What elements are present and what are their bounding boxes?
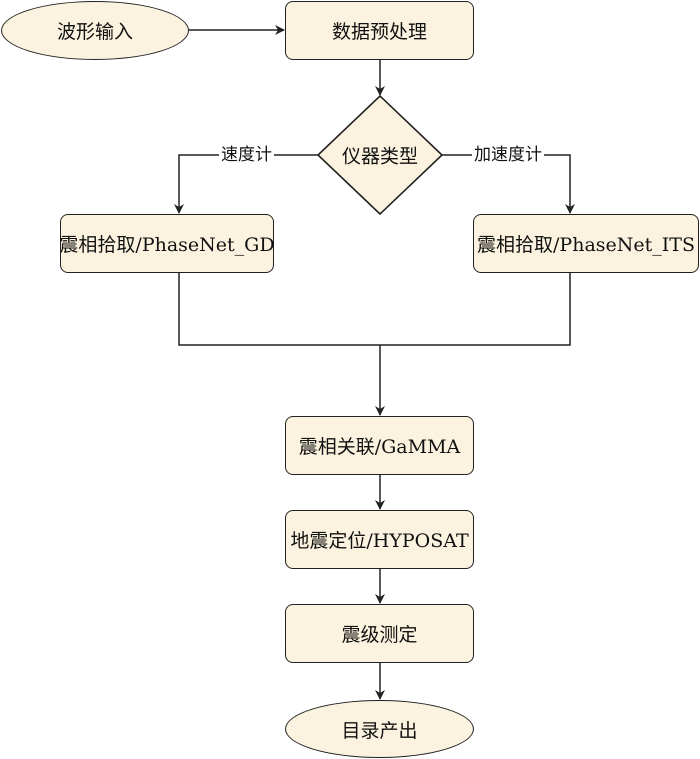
process-node-preprocessing: 数据预处理 bbox=[285, 1, 474, 60]
edge-picking-its-merge bbox=[380, 272, 571, 346]
process-node-picking-its: 震相拾取/PhaseNet_ITS bbox=[473, 214, 699, 273]
edge-picking-gd-merge bbox=[178, 272, 380, 346]
picking-its-label: 震相拾取/PhaseNet_ITS bbox=[477, 234, 695, 256]
association-label: 震相关联/GaMMA bbox=[298, 436, 461, 458]
decision-node-instrument-type: 仪器类型 bbox=[341, 145, 419, 168]
process-node-magnitude: 震级测定 bbox=[285, 604, 474, 663]
process-node-association: 震相关联/GaMMA bbox=[285, 416, 474, 475]
picking-gd-label: 震相拾取/PhaseNet_GD bbox=[59, 234, 275, 256]
magnitude-label: 震级测定 bbox=[341, 624, 418, 646]
process-node-picking-gd: 震相拾取/PhaseNet_GD bbox=[59, 214, 275, 273]
edge-label-accelerometer: 加速度计 bbox=[472, 145, 544, 165]
start-node-waveform-input: 波形输入 bbox=[1, 1, 189, 60]
end-node-catalog-output: 目录产出 bbox=[285, 700, 474, 758]
start-node-label: 波形输入 bbox=[56, 21, 133, 43]
preprocessing-label: 数据预处理 bbox=[331, 21, 427, 43]
catalog-output-label: 目录产出 bbox=[341, 719, 418, 742]
edge-label-velocimeter: 速度计 bbox=[219, 145, 274, 165]
process-node-location: 地震定位/HYPOSAT bbox=[285, 510, 474, 569]
decision-diamond-shape bbox=[316, 94, 444, 216]
location-label: 地震定位/HYPOSAT bbox=[290, 530, 469, 552]
